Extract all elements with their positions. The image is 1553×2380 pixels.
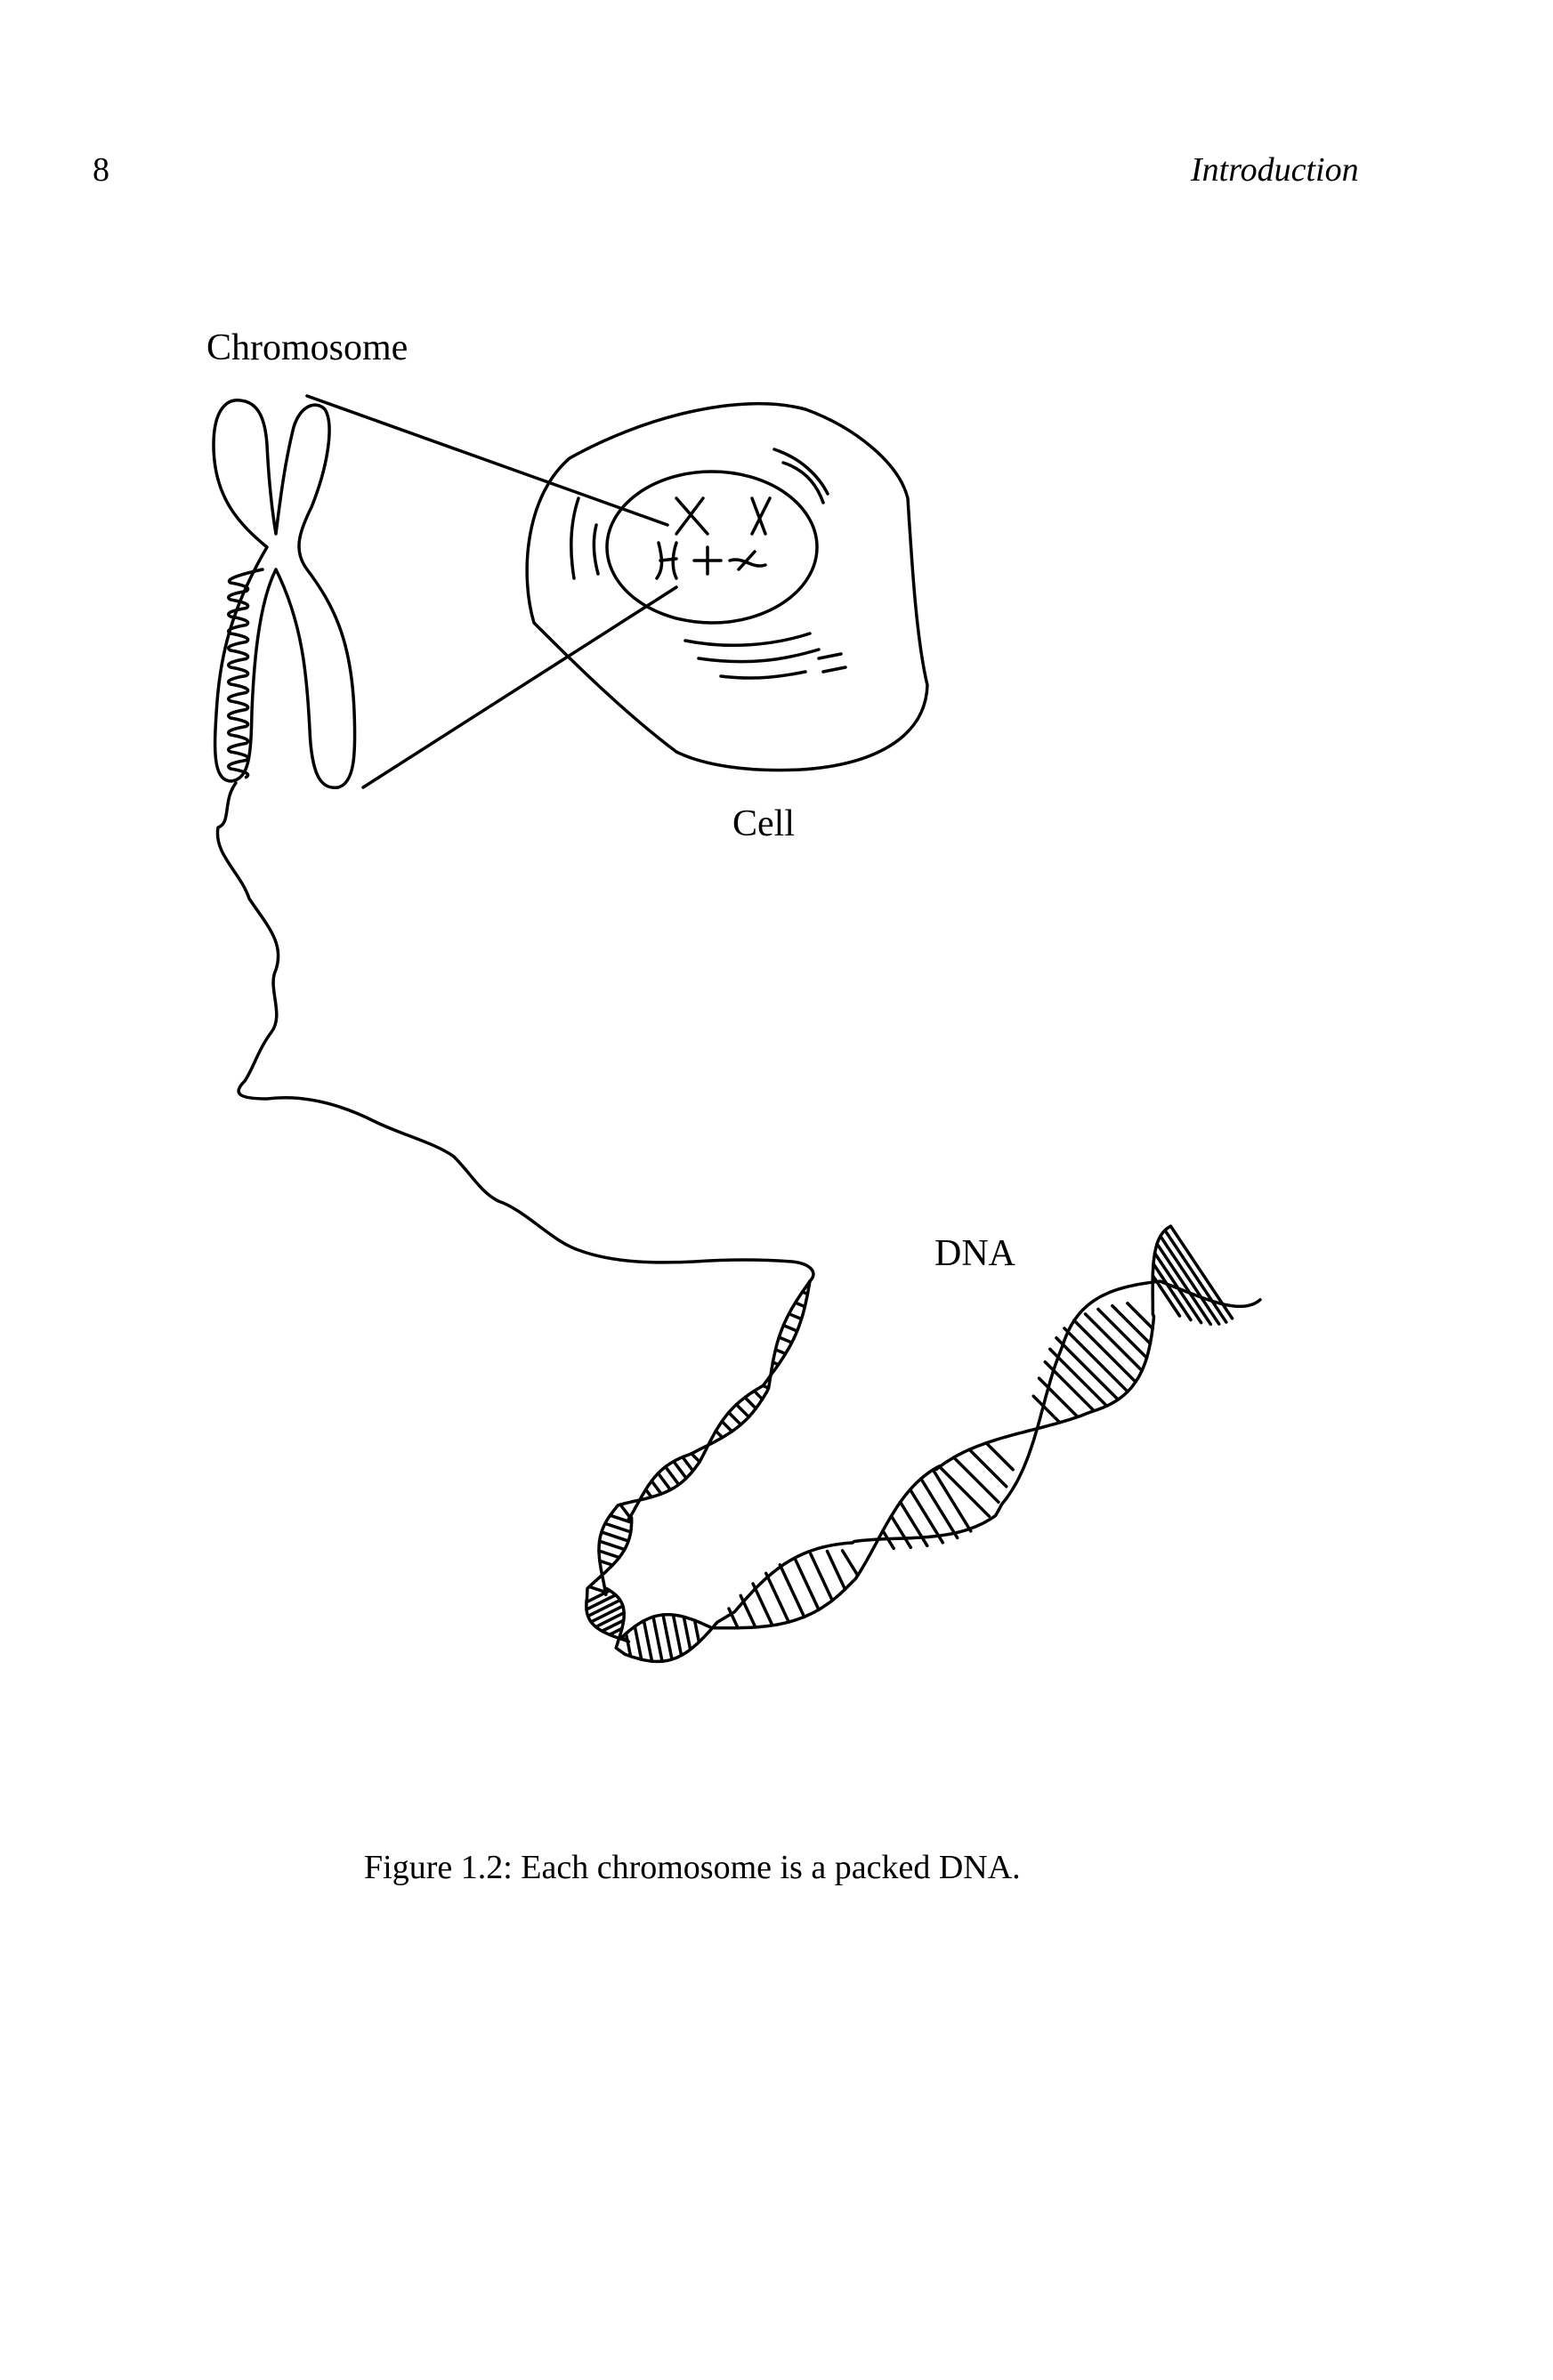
base-pair — [1037, 1376, 1080, 1419]
base-pair — [1159, 1234, 1221, 1326]
base-pair — [800, 1290, 810, 1296]
base-pair — [1152, 1262, 1193, 1322]
base-pair — [720, 1419, 734, 1433]
base-pair — [781, 1323, 799, 1333]
base-pair — [1151, 1274, 1182, 1318]
base-pair — [761, 1384, 771, 1390]
base-pair — [1126, 1302, 1154, 1330]
base-pair — [1072, 1319, 1137, 1384]
base-pair — [671, 1613, 683, 1658]
base-pair — [1031, 1394, 1062, 1424]
base-pair — [633, 1625, 643, 1661]
base-pair — [967, 1448, 1008, 1489]
base-pair — [778, 1562, 806, 1619]
base-pair — [938, 1464, 991, 1518]
base-pair — [773, 1348, 788, 1356]
base-pair — [771, 1360, 781, 1367]
base-pair — [714, 1429, 724, 1440]
base-pair — [1111, 1303, 1153, 1345]
base-pair — [787, 1311, 804, 1321]
base-pair — [1163, 1229, 1228, 1324]
cell-label: Cell — [732, 803, 795, 844]
base-pair — [1048, 1347, 1109, 1408]
base-pair — [919, 1477, 959, 1540]
chromosome-label: Chromosome — [206, 327, 408, 368]
base-pair — [727, 1607, 740, 1630]
base-pair — [651, 1615, 664, 1663]
base-pair — [608, 1513, 634, 1524]
cell-drawing — [525, 401, 929, 772]
base-pair — [597, 1539, 627, 1552]
base-pair — [642, 1618, 654, 1663]
base-pair — [600, 1618, 626, 1633]
base-pair — [1063, 1327, 1129, 1393]
base-pair — [727, 1410, 743, 1426]
base-pair — [619, 1503, 632, 1520]
base-pair — [881, 1529, 895, 1551]
base-pair — [624, 1632, 633, 1658]
coil-loops — [226, 568, 264, 779]
base-pair — [777, 1335, 794, 1344]
base-pair — [908, 1488, 945, 1545]
base-pair — [603, 1521, 633, 1534]
base-pair — [663, 1464, 681, 1487]
base-pair — [1043, 1359, 1096, 1413]
base-pair — [585, 1593, 618, 1611]
page-number: 8 — [93, 151, 109, 189]
base-pair — [752, 1389, 764, 1401]
dna-double-helix — [585, 1224, 1262, 1664]
base-pair — [661, 1613, 674, 1661]
base-pair — [597, 1549, 621, 1560]
base-pair — [594, 1610, 626, 1629]
running-header: Introduction — [1191, 151, 1359, 189]
base-pair — [1155, 1242, 1213, 1327]
base-pair — [898, 1500, 929, 1548]
base-pair — [586, 1598, 622, 1618]
base-pair — [734, 1402, 751, 1419]
base-pair — [656, 1472, 673, 1492]
base-pair — [585, 1588, 611, 1604]
base-pair — [690, 1452, 701, 1464]
base-pair — [840, 1549, 860, 1577]
base-pair — [643, 1488, 653, 1499]
base-pair — [931, 1468, 973, 1533]
base-pair — [682, 1615, 692, 1651]
figure-caption: Figure 1.2: Each chromosome is a packed … — [364, 1849, 1021, 1886]
base-pair — [692, 1618, 701, 1644]
base-pair — [589, 1604, 625, 1624]
base-pair — [793, 1556, 821, 1611]
base-pair — [1055, 1336, 1120, 1401]
base-pair — [809, 1552, 834, 1602]
base-pair — [743, 1395, 758, 1410]
base-pair — [984, 1441, 1015, 1472]
base-pair — [1153, 1251, 1203, 1325]
base-pair — [672, 1459, 688, 1480]
base-pair — [681, 1455, 695, 1472]
base-pair — [825, 1549, 847, 1592]
base-pair — [951, 1456, 1000, 1505]
base-pair — [1083, 1312, 1144, 1373]
base-pair — [587, 1585, 608, 1594]
dna-strand-loose — [215, 781, 815, 1283]
base-pair — [793, 1301, 807, 1309]
base-pair — [650, 1479, 663, 1496]
base-pair — [764, 1571, 791, 1624]
base-pair — [739, 1593, 757, 1629]
base-pair — [889, 1514, 913, 1550]
base-pair — [598, 1559, 615, 1567]
base-pair — [1169, 1224, 1234, 1320]
base-pair — [751, 1582, 774, 1627]
chromatin-coil — [226, 568, 264, 779]
base-pair — [600, 1530, 630, 1543]
zoom-lines — [305, 394, 678, 789]
dna-label: DNA — [934, 1233, 1015, 1274]
base-pair — [608, 1626, 624, 1637]
helix-strand — [585, 1224, 1173, 1643]
base-pair — [1096, 1307, 1149, 1359]
